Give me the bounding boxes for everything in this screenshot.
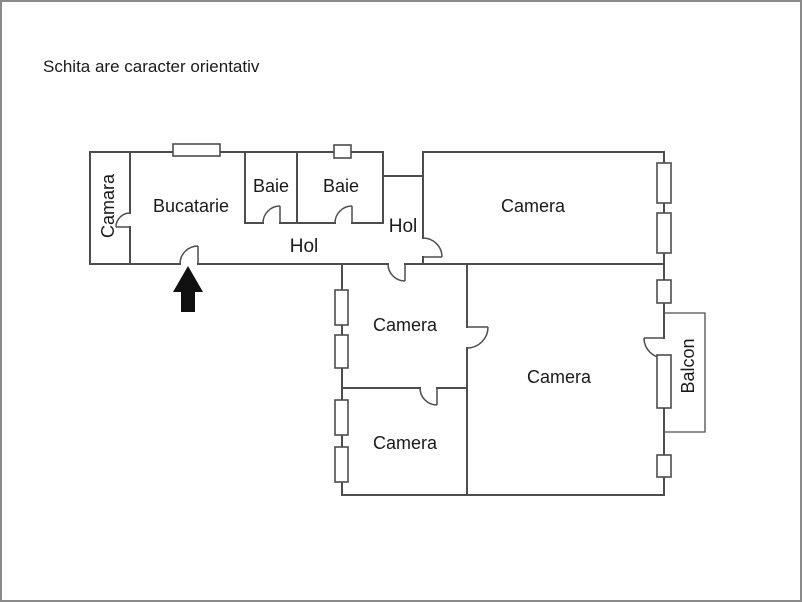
label-camara: Camara (98, 173, 118, 238)
entrance-arrow-icon (173, 266, 203, 312)
doors (115, 205, 665, 406)
window-camera-lower-1 (334, 399, 349, 436)
windows (172, 143, 672, 483)
window-camera-big-lower (656, 454, 672, 478)
window-camera-middle-1 (334, 289, 349, 326)
door-camera-middle-lower (419, 387, 438, 406)
labels: Schita are caracter orientativ Camara Bu… (43, 57, 698, 453)
window-bucatarie (172, 143, 221, 157)
label-camera-lower: Camera (373, 433, 438, 453)
window-camera-top-2 (656, 212, 672, 254)
door-hol-camera-middle (387, 263, 406, 282)
window-camera-middle-2 (334, 334, 349, 369)
door-baie-1 (262, 205, 281, 224)
disclaimer-title: Schita are caracter orientativ (43, 57, 260, 76)
label-hol-main: Hol (290, 236, 319, 257)
door-entrance (179, 245, 199, 265)
label-camera-middle: Camera (373, 315, 438, 335)
label-camera-big: Camera (527, 367, 592, 387)
label-baie-1: Baie (253, 176, 289, 196)
window-camera-big-upper (656, 279, 672, 304)
door-camera-middle-big (466, 326, 489, 349)
door-camera-top (422, 237, 443, 258)
window-baie-2 (333, 144, 352, 159)
door-baie-2 (334, 205, 353, 224)
door-camara (115, 212, 131, 228)
balcony-outline (664, 312, 706, 433)
window-balcon (656, 354, 672, 409)
label-baie-2: Baie (323, 176, 359, 196)
label-bucatarie: Bucatarie (153, 196, 229, 216)
window-camera-top-1 (656, 162, 672, 204)
label-balcon: Balcon (678, 338, 698, 393)
window-camera-lower-2 (334, 446, 349, 483)
label-camera-top: Camera (501, 196, 566, 216)
label-hol-upper: Hol (389, 216, 418, 237)
